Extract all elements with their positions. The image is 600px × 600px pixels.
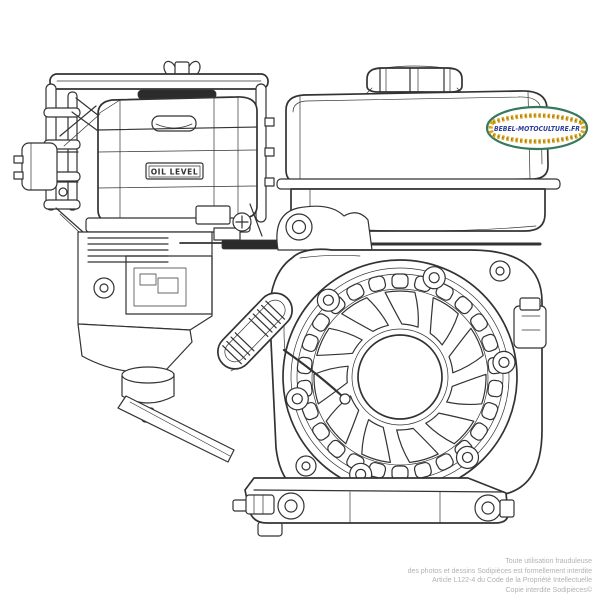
copyright-line-2: des photos et dessins Sodipièces est for… <box>407 567 592 575</box>
oil-level-label: OIL LEVEL <box>145 162 204 180</box>
chain-graphic <box>488 113 586 144</box>
site-logo-text: BEBEL-MOTOCULTURE.FR <box>494 125 580 133</box>
base-bolt-right <box>474 494 515 522</box>
recoil-starter-cover <box>282 259 518 495</box>
side-bracket <box>513 305 547 349</box>
mounting-base <box>232 477 515 537</box>
copyright-line-1: Toute utilisation frauduleuse <box>505 558 592 566</box>
oil-level-label-text: OIL LEVEL <box>151 168 199 177</box>
left-bracket <box>13 142 79 197</box>
site-logo: BEBEL-MOTOCULTURE.FR <box>485 105 589 151</box>
copyright-line-4: Copie interdite Sodipièces© <box>505 586 593 594</box>
air-filter-housing: OIL LEVEL <box>59 89 258 223</box>
fuel-tank <box>276 90 561 232</box>
copyright-notice: Toute utilisation frauduleuse des photos… <box>408 557 592 595</box>
starter-grip <box>217 292 293 370</box>
carry-frame <box>43 60 275 247</box>
base-bolt-left <box>232 492 305 520</box>
copyright-line-3: Article L122-4 du Code de la Propriété I… <box>432 577 592 585</box>
cylinder-block <box>77 217 251 463</box>
grip-ribs <box>222 300 286 365</box>
starter-rope <box>282 348 351 405</box>
